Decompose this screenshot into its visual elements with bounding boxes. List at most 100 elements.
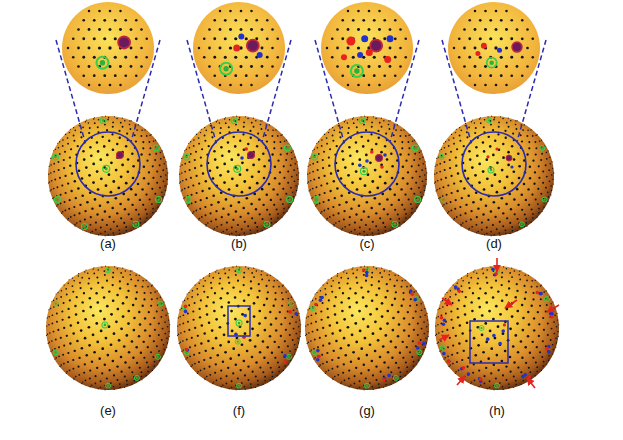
drawing-part [293,169,295,171]
drawing-part [236,116,237,117]
drawing-part [219,174,222,177]
drawing-part [105,337,108,340]
drawing-part [389,128,391,130]
drawing-part [489,19,492,22]
drawing-part [117,187,120,190]
drawing-part [64,210,66,212]
drawing-part [510,56,513,59]
drawing-part [331,37,334,40]
drawing-part [77,65,80,68]
drawing-part [113,332,116,335]
drawing-part [239,117,240,118]
drawing-part [84,363,86,365]
drawing-part [413,193,415,195]
drawing-part [349,232,350,233]
drawing-part [454,208,456,210]
drawing-part [192,213,193,214]
drawing-part [88,47,91,50]
drawing-part [394,74,397,77]
drawing-part [113,232,115,234]
drawing-part [212,277,214,279]
drawing-part [149,153,151,155]
drawing-part [200,132,201,133]
drawing-part [332,135,334,137]
drawing-part [378,10,381,13]
drawing-part [292,191,294,193]
drawing-part [127,322,130,325]
green-ring [441,197,446,202]
drawing-part [225,117,226,118]
drawing-part [72,37,75,40]
drawing-part [379,217,381,219]
drawing-part [240,28,243,31]
drawing-part [195,175,197,177]
green-dot [286,147,289,150]
drawing-part [296,174,297,175]
drawing-part [347,84,349,86]
drawing-part [213,150,215,152]
drawing-part [103,145,106,148]
drawing-part [389,28,392,31]
drawing-part [140,47,143,50]
drawing-part [362,19,365,22]
drawing-part [107,119,109,121]
sphere [179,116,299,237]
drawing-part [49,181,50,182]
drawing-part [422,163,424,165]
drawing-part [459,206,461,208]
drawing-part [552,168,553,169]
drawing-part [398,218,400,220]
drawing-part [144,129,145,130]
drawing-part [151,298,153,300]
green-dot [83,225,86,228]
drawing-part [476,154,479,157]
drawing-part [273,305,275,307]
drawing-part [165,174,166,175]
drawing-part [126,230,127,231]
drawing-part [130,188,133,191]
drawing-part [112,272,114,274]
green-ring [540,146,545,151]
drawing-part [226,229,228,231]
drawing-part [82,74,85,77]
drawing-part [465,123,466,124]
drawing-part [294,163,296,165]
drawing-part [131,340,134,343]
drawing-part [400,129,402,131]
drawing-part [101,266,102,267]
red-dot [366,49,373,56]
drawing-part [179,183,180,184]
drawing-part [315,205,316,206]
drawing-part [105,266,106,267]
green-ring [185,197,191,203]
drawing-part [388,124,390,126]
drawing-part [213,126,215,128]
drawing-part [192,290,193,291]
drawing-part [475,127,477,129]
drawing-part [526,65,529,68]
drawing-part [133,380,135,382]
green-dot [521,223,523,225]
drawing-part [143,177,145,179]
drawing-part [53,188,55,190]
drawing-part [69,156,71,158]
drawing-part [228,282,230,284]
drawing-part [548,150,549,151]
drawing-part [205,305,207,307]
drawing-part [76,340,79,343]
drawing-part [390,152,393,155]
drawing-part [142,286,144,288]
drawing-part [224,19,227,22]
drawing-part [353,198,356,201]
drawing-part [457,172,459,174]
drawing-part [104,389,105,390]
drawing-part [527,129,529,131]
drawing-part [258,158,261,161]
drawing-part [373,56,376,59]
drawing-part [243,284,245,286]
drawing-part [436,158,437,159]
drawing-part [250,203,253,206]
drawing-part [67,47,70,50]
drawing-part [332,206,334,208]
drawing-part [410,203,412,205]
